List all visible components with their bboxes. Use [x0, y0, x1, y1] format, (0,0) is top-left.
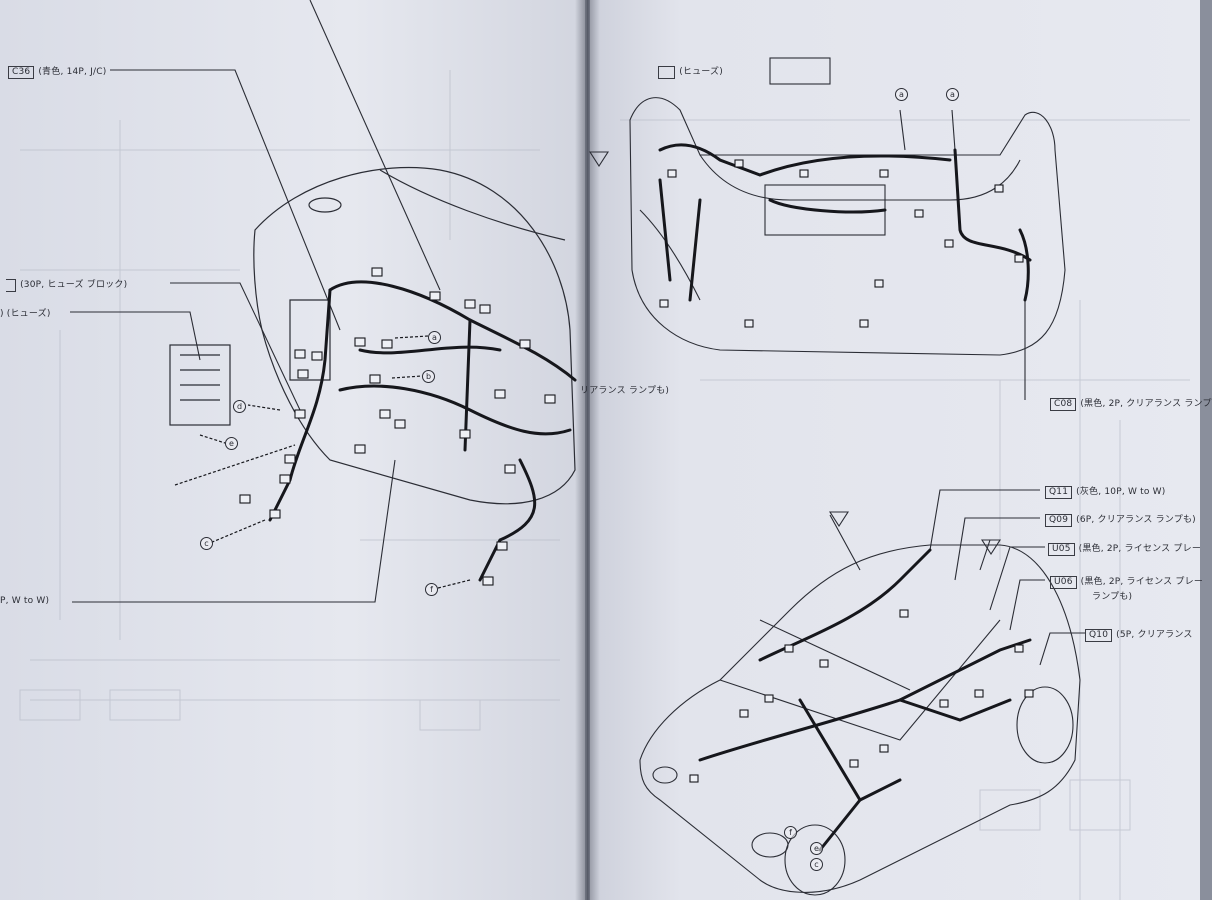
- callout-c36-code: C36: [8, 66, 35, 79]
- book-gutter: [575, 0, 600, 900]
- callout-u06: U06(黒色, 2P, ライセンス プレー: [1050, 574, 1203, 589]
- pin-e-left: e: [225, 437, 238, 450]
- right-page: [590, 0, 1200, 900]
- pin-c-left: c: [200, 537, 213, 550]
- callout-fuse-block-text: (30P, ヒューズ ブロック): [20, 280, 128, 290]
- callout-q10-code: Q10: [1085, 629, 1113, 642]
- callout-q10: Q10(5P, クリアランス: [1085, 627, 1193, 642]
- callout-fuse-box: (ヒューズ): [658, 64, 723, 79]
- pin-e-right: e: [810, 842, 823, 855]
- callout-c36-text: (青色, 14P, J/C): [38, 67, 107, 77]
- callout-q09: Q09(6P, クリアランス ランプも): [1045, 512, 1196, 527]
- callout-q09-code: Q09: [1045, 514, 1073, 527]
- callout-c08: C08(黒色, 2P, クリアランス ランプ: [1050, 396, 1212, 411]
- callout-fuse-box-text: (ヒューズ): [679, 67, 723, 77]
- callout-fuse: ) (ヒューズ): [0, 309, 51, 319]
- callout-q11-code: Q11: [1045, 486, 1073, 499]
- callout-clearance-lamp: リアランス ランプも): [580, 386, 670, 396]
- pin-d-left: d: [233, 400, 246, 413]
- pin-a-right-1: a: [895, 88, 908, 101]
- callout-c08-code: C08: [1050, 398, 1077, 411]
- pin-a-left: a: [428, 331, 441, 344]
- callout-u06-cont: ランプも): [1092, 592, 1133, 602]
- callout-fuse-block: (30P, ヒューズ ブロック): [6, 277, 127, 292]
- callout-c36: C36(青色, 14P, J/C): [8, 64, 106, 79]
- pin-a-right-2: a: [946, 88, 959, 101]
- pin-b-left: b: [422, 370, 435, 383]
- pin-c-right: c: [810, 858, 823, 871]
- callout-c08-text: (黒色, 2P, クリアランス ランプ: [1080, 399, 1212, 409]
- pin-f-left: f: [425, 583, 438, 596]
- callout-q09-text: (6P, クリアランス ランプも): [1076, 515, 1196, 525]
- callout-u05-text: (黒色, 2P, ライセンス プレー: [1078, 544, 1202, 554]
- callout-u06-text: (黒色, 2P, ライセンス プレー: [1080, 577, 1204, 587]
- callout-u06-code: U06: [1050, 576, 1077, 589]
- callout-w-to-w: P, W to W): [0, 596, 50, 606]
- callout-q10-text: (5P, クリアランス: [1116, 630, 1193, 640]
- callout-u05-code: U05: [1048, 543, 1075, 556]
- callout-q11: Q11(灰色, 10P, W to W): [1045, 484, 1165, 499]
- callout-u05: U05(黒色, 2P, ライセンス プレー: [1048, 541, 1201, 556]
- pin-f-right: f: [784, 826, 797, 839]
- callout-q11-text: (灰色, 10P, W to W): [1076, 487, 1166, 497]
